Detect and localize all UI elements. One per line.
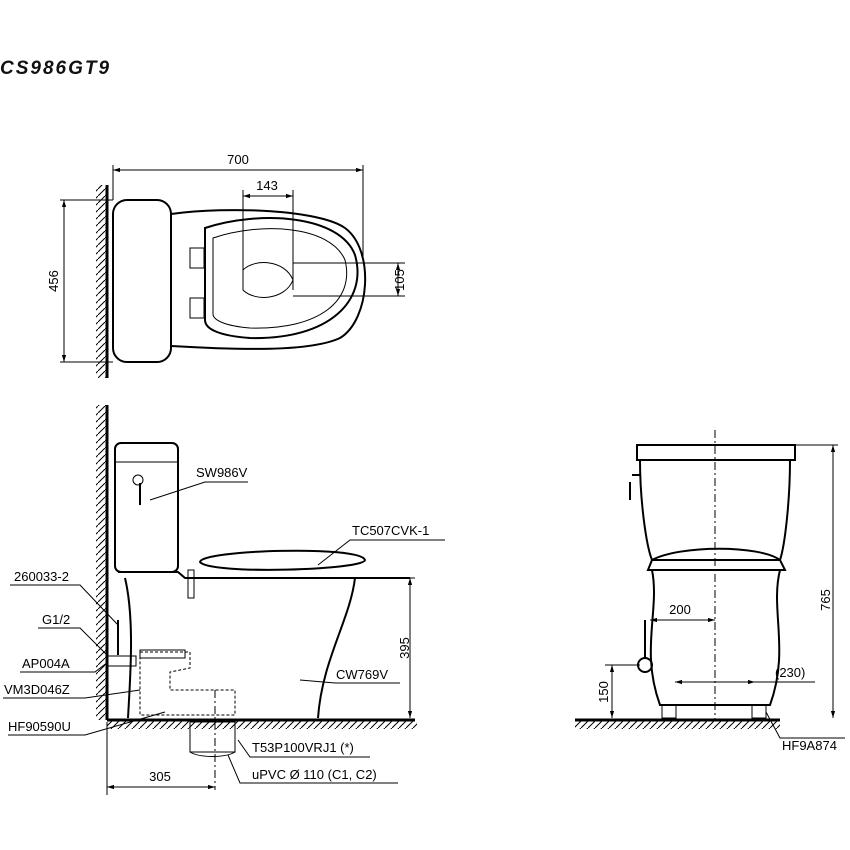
bowl-front-curve	[317, 577, 356, 719]
dim-150: 150	[596, 681, 611, 703]
label-upvc: uPVC Ø 110 (C1, C2)	[252, 767, 377, 782]
label-sw986v: SW986V	[196, 465, 248, 480]
dim-700: 700	[227, 152, 249, 167]
label-hf9a874: HF9A874	[782, 738, 837, 753]
dim-765: 765	[818, 589, 833, 611]
dim-395: 395	[397, 637, 412, 659]
top-view: 700 143 456 105	[46, 152, 407, 378]
seat-outline	[204, 217, 359, 340]
bowl-outline	[170, 209, 366, 350]
label-cw769v: CW769V	[336, 667, 388, 682]
dim-143: 143	[256, 178, 278, 193]
label-260033: 260033-2	[14, 569, 69, 584]
label-hf90590u: HF90590U	[8, 719, 71, 734]
label-t53p100vrj1: T53P100VRJ1 (*)	[252, 740, 354, 755]
tank-outline	[112, 199, 172, 363]
side-view: 395 305 SW986V TC507CVK-1 260033-2 G1/2 …	[3, 405, 445, 795]
dim-305: 305	[149, 769, 171, 784]
seat-side	[198, 549, 367, 571]
front-view: 765 200 150 (230) HF9A874	[575, 430, 845, 753]
dim-200: 200	[669, 602, 691, 617]
dim-456: 456	[46, 270, 61, 292]
model-title: CS986GT9	[0, 58, 112, 79]
seat-front	[646, 547, 787, 571]
dim-105: 105	[392, 269, 407, 291]
tank-lid-front	[636, 444, 796, 461]
label-vm3d046z: VM3D046Z	[4, 682, 70, 697]
label-ap004a: AP004A	[22, 656, 70, 671]
label-g12: G1/2	[42, 612, 70, 627]
label-tc507cvk: TC507CVK-1	[352, 523, 429, 538]
dim-230: (230)	[775, 665, 805, 680]
